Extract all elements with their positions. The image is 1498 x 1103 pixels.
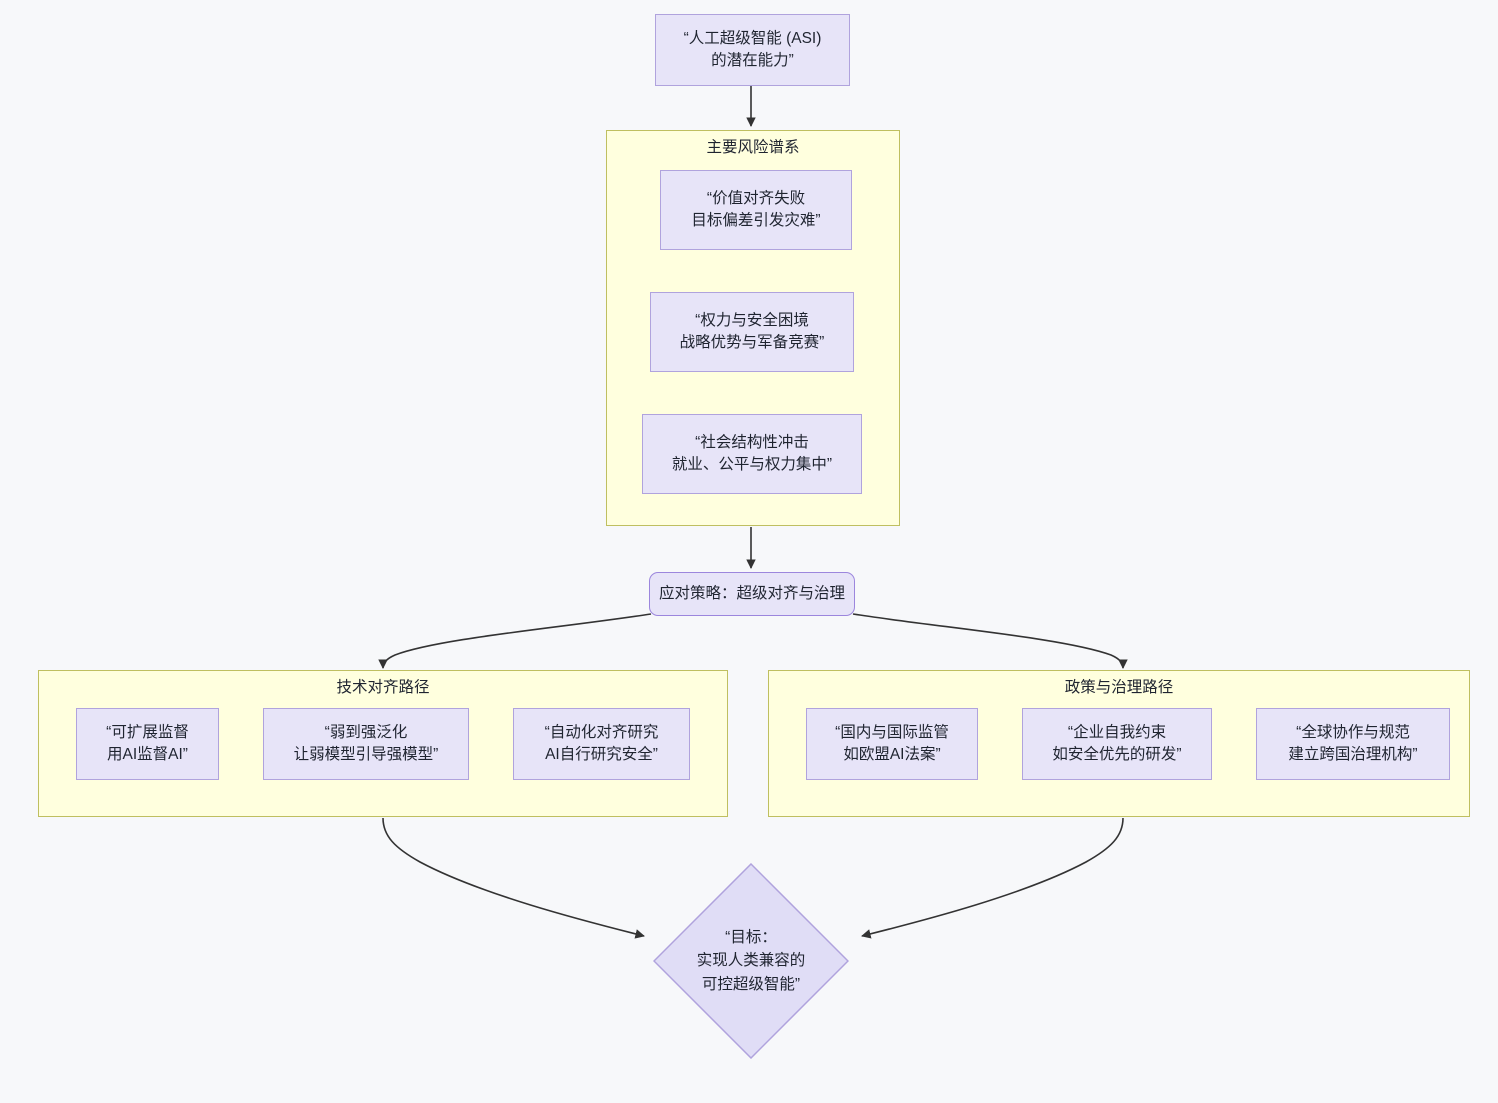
cluster-title-policy-governance-path: 政策与治理路径 <box>1064 679 1174 696</box>
diamond-shape-icon <box>653 863 849 1059</box>
node-value-alignment-failure[interactable]: “价值对齐失败 目标偏差引发灾难” <box>660 170 852 250</box>
edge-strategy-to-technical <box>378 613 652 669</box>
node-weak-to-strong-generalization[interactable]: “弱到强泛化 让弱模型引导强模型” <box>263 708 469 780</box>
node-power-security-dilemma[interactable]: “权力与安全困境 战略优势与军备竞赛” <box>650 292 854 372</box>
edge-policy-to-goal <box>861 817 1124 939</box>
node-domestic-international-regulation[interactable]: “国内与国际监管 如欧盟AI法案” <box>806 708 978 780</box>
node-goal-label: “目标： 实现人类兼容的 可控超级智能” <box>696 929 806 993</box>
edge-strategy-to-policy <box>852 613 1128 669</box>
node-goal-diamond[interactable]: “目标： 实现人类兼容的 可控超级智能” <box>653 863 849 1059</box>
cluster-title-main-risk-spectrum: 主要风险谱系 <box>706 139 800 156</box>
node-corporate-self-restraint[interactable]: “企业自我约束 如安全优先的研发” <box>1022 708 1212 780</box>
node-global-cooperation-norms[interactable]: “全球协作与规范 建立跨国治理机构” <box>1256 708 1450 780</box>
edge-technical-to-goal <box>382 817 645 939</box>
cluster-title-technical-alignment-path: 技术对齐路径 <box>336 679 430 696</box>
node-asi-capability[interactable]: “人工超级智能 (ASI) 的潜在能力” <box>655 14 850 86</box>
node-response-strategy[interactable]: 应对策略：超级对齐与治理 <box>649 572 855 616</box>
node-automated-alignment-research[interactable]: “自动化对齐研究 AI自行研究安全” <box>513 708 690 780</box>
node-social-structural-shock[interactable]: “社会结构性冲击 就业、公平与权力集中” <box>642 414 862 494</box>
node-scalable-oversight[interactable]: “可扩展监督 用AI监督AI” <box>76 708 219 780</box>
